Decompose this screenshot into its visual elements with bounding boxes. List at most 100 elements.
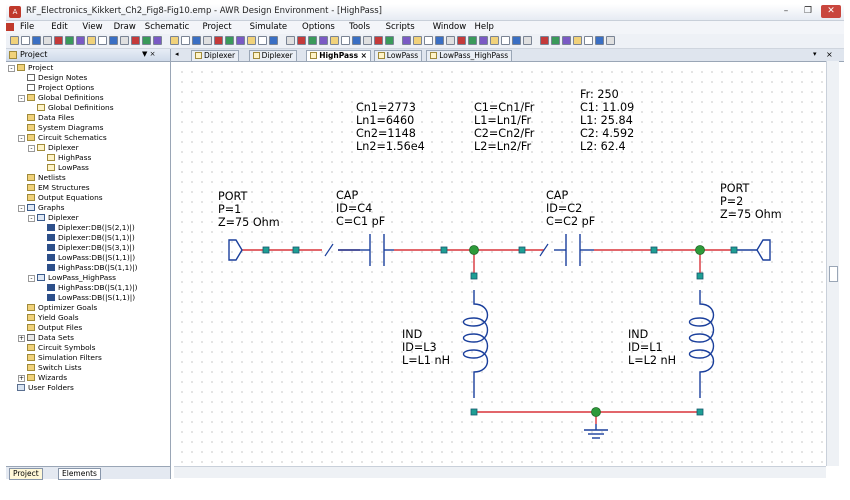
tree-item[interactable]: -Diplexer [8, 143, 168, 153]
toolbar-button-icon[interactable] [43, 36, 52, 45]
menu-file[interactable]: File [20, 22, 35, 32]
vertical-scrollbar[interactable] [826, 61, 839, 466]
collapse-icon[interactable]: - [28, 275, 35, 282]
toolbar-button-icon[interactable] [286, 36, 295, 45]
toolbar-button-icon[interactable] [258, 36, 267, 45]
pin-cap1-out[interactable] [440, 246, 448, 254]
collapse-icon[interactable]: - [18, 205, 25, 212]
tree-item[interactable]: LowPass [8, 163, 168, 173]
schematic-canvas[interactable]: Cn1=2773 Ln1=6460 Cn2=1148 Ln2=1.56e4 C1… [174, 64, 826, 466]
toolbar-button-icon[interactable] [446, 36, 455, 45]
toolbar-button-icon[interactable] [512, 36, 521, 45]
toolbar-button-icon[interactable] [562, 36, 571, 45]
tree-item[interactable]: Diplexer:DB(|S(3,1)|) [8, 243, 168, 253]
node-2[interactable] [695, 245, 705, 255]
toolbar-button-icon[interactable] [214, 36, 223, 45]
toolbar-button-icon[interactable] [131, 36, 140, 45]
toolbar-button-icon[interactable] [341, 36, 350, 45]
pin-cap2-out[interactable] [650, 246, 658, 254]
toolbar-button-icon[interactable] [98, 36, 107, 45]
menu-help[interactable]: Help [474, 22, 494, 32]
doc-menu-icon[interactable] [6, 23, 14, 31]
cap2-label[interactable]: CAP ID=C2 C=C2 pF [546, 189, 595, 228]
toolbar-button-icon[interactable] [374, 36, 383, 45]
tree-item[interactable]: Design Notes [8, 73, 168, 83]
toolbar-button-icon[interactable] [479, 36, 488, 45]
tree-item[interactable]: Optimizer Goals [8, 303, 168, 313]
vertical-scroll-thumb[interactable] [829, 266, 838, 282]
toolbar-button-icon[interactable] [540, 36, 549, 45]
close-button[interactable]: ✕ [821, 5, 841, 18]
collapse-icon[interactable]: - [18, 95, 25, 102]
tree-item[interactable]: -Diplexer [8, 213, 168, 223]
equation-block-normalized[interactable]: Cn1=2773 Ln1=6460 Cn2=1148 Ln2=1.56e4 [356, 101, 425, 153]
menu-tools[interactable]: Tools [349, 22, 371, 32]
toolbar-button-icon[interactable] [551, 36, 560, 45]
doc-tab-highpass[interactable]: HighPass × [306, 50, 371, 61]
ind2-coil[interactable] [688, 290, 715, 398]
tree-item[interactable]: -Circuit Schematics [8, 133, 168, 143]
tree-item[interactable]: LowPass:DB(|S(1,1)|) [8, 293, 168, 303]
toolbar-button-icon[interactable] [203, 36, 212, 45]
pin-ind1-top[interactable] [470, 272, 478, 280]
toolbar-button-icon[interactable] [153, 36, 162, 45]
tab-scroll-left-icon[interactable]: ◂ [175, 50, 179, 58]
toolbar-button-icon[interactable] [402, 36, 411, 45]
tree-item[interactable]: -Project [8, 63, 168, 73]
toolbar-button-icon[interactable] [120, 36, 129, 45]
tree-item[interactable]: HighPass:DB(|S(1,1)|) [8, 263, 168, 273]
node-ground[interactable] [591, 407, 601, 417]
toolbar-button-icon[interactable] [308, 36, 317, 45]
menu-schematic[interactable]: Schematic [144, 22, 190, 32]
toolbar-button-icon[interactable] [385, 36, 394, 45]
tree-item[interactable]: Data Files [8, 113, 168, 123]
toolbar-button-icon[interactable] [468, 36, 477, 45]
tree-item[interactable]: User Folders [8, 383, 168, 393]
tree-item[interactable]: HighPass:DB(|S(1,1)|) [8, 283, 168, 293]
pin-ind2-bottom[interactable] [696, 408, 704, 416]
pin-cap2-in[interactable] [518, 246, 526, 254]
toolbar-button-icon[interactable] [225, 36, 234, 45]
toolbar-button-icon[interactable] [32, 36, 41, 45]
ind1-label[interactable]: IND ID=L3 L=L1 nH [402, 328, 450, 367]
ind2-label[interactable]: IND ID=L1 L=L2 nH [628, 328, 676, 367]
horizontal-scrollbar[interactable] [174, 466, 826, 478]
menu-window[interactable]: Window [432, 22, 467, 32]
pin-ind2-top[interactable] [696, 272, 704, 280]
panel-tab-project[interactable]: Project [9, 468, 43, 480]
toolbar-button-icon[interactable] [573, 36, 582, 45]
toolbar-button-icon[interactable] [584, 36, 593, 45]
toolbar-button-icon[interactable] [330, 36, 339, 45]
minimize-button[interactable]: – [783, 6, 789, 16]
menu-scripts[interactable]: Scripts [385, 22, 415, 32]
toolbar-button-icon[interactable] [297, 36, 306, 45]
toolbar-button-icon[interactable] [490, 36, 499, 45]
ind1-coil[interactable] [462, 290, 489, 398]
toolbar-button-icon[interactable] [192, 36, 201, 45]
equation-block-results[interactable]: Fr: 250 C1: 11.09 L1: 25.84 C2: 4.592 L2… [580, 88, 634, 153]
tree-item[interactable]: Circuit Symbols [8, 343, 168, 353]
tree-item[interactable]: Output Files [8, 323, 168, 333]
port1-symbol[interactable] [228, 239, 243, 261]
port2-label[interactable]: PORT P=2 Z=75 Ohm [720, 182, 782, 221]
tree-item[interactable]: Switch Lists [8, 363, 168, 373]
tree-item[interactable]: Project Options [8, 83, 168, 93]
toolbar-button-icon[interactable] [269, 36, 278, 45]
toolbar-button-icon[interactable] [352, 36, 361, 45]
menu-simulate[interactable]: Simulate [249, 22, 288, 32]
tree-item[interactable]: Netlists [8, 173, 168, 183]
collapse-icon[interactable]: - [8, 65, 15, 72]
toolbar-button-icon[interactable] [247, 36, 256, 45]
close-tab-icon[interactable]: × [358, 51, 367, 60]
toolbar-button-icon[interactable] [76, 36, 85, 45]
menu-view[interactable]: View [82, 22, 103, 32]
pin-cap1-in[interactable] [292, 246, 300, 254]
toolbar-button-icon[interactable] [595, 36, 604, 45]
tree-item[interactable]: -Global Definitions [8, 93, 168, 103]
tree-item[interactable]: Output Equations [8, 193, 168, 203]
pin-ind1-bottom[interactable] [470, 408, 478, 416]
collapse-icon[interactable]: - [18, 135, 25, 142]
doc-tab-lowpass_highpass[interactable]: LowPass_HighPass [426, 50, 513, 61]
toolbar-button-icon[interactable] [606, 36, 615, 45]
toolbar-button-icon[interactable] [413, 36, 422, 45]
